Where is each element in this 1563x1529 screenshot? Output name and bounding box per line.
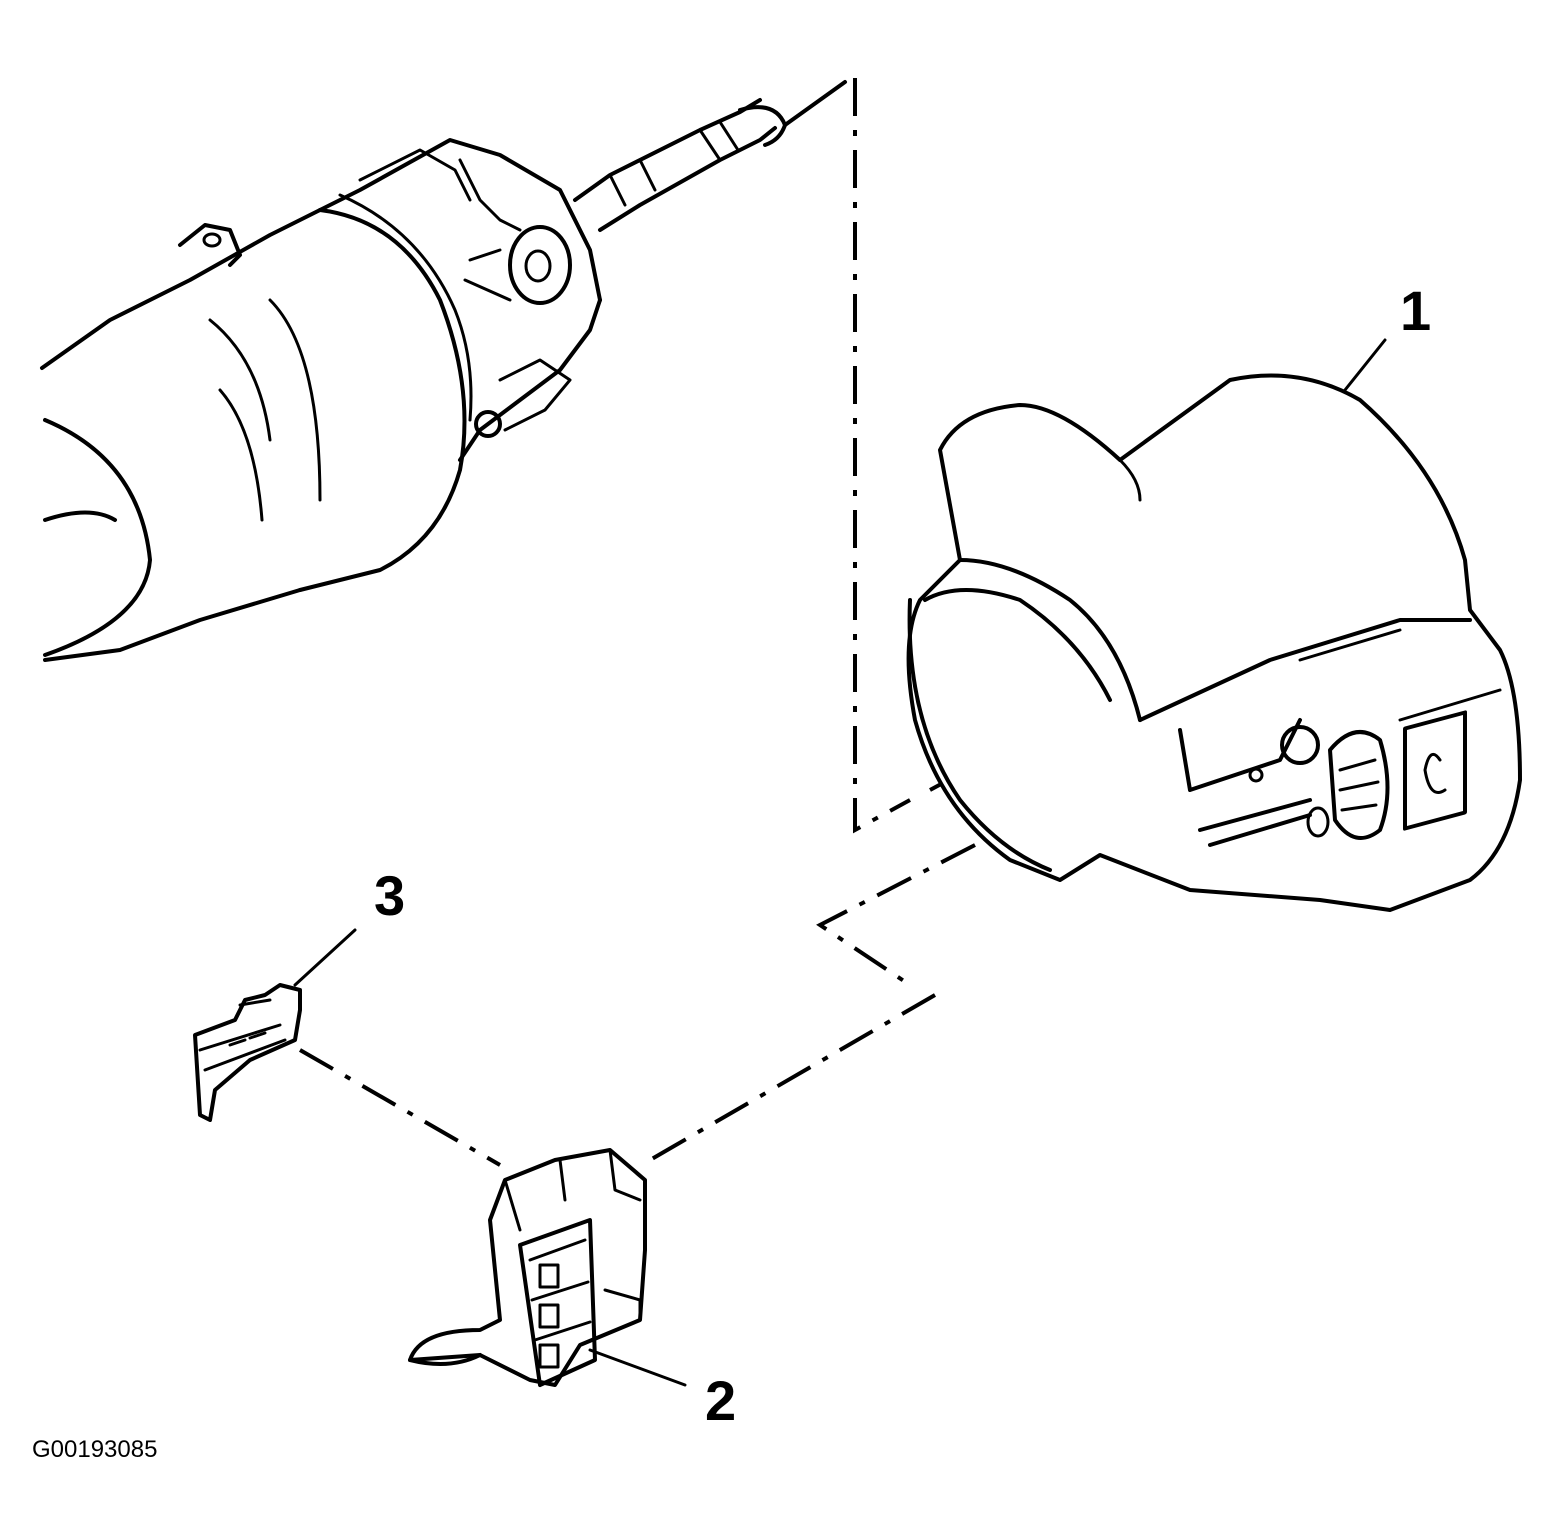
callout-2: 2 [705,1369,736,1432]
callout-1: 1 [1400,279,1431,342]
leader-line-2 [588,1348,687,1387]
callout-3: 3 [374,864,405,927]
steering-column-cover-icon [906,373,1522,912]
connector-housing-icon [408,1148,647,1387]
steering-column-icon [40,80,847,662]
leader-line-1 [1343,338,1387,392]
leader-line-3 [293,928,357,987]
figure-id: G00193085 [32,1436,157,1463]
connector-clip-icon [193,983,302,1122]
